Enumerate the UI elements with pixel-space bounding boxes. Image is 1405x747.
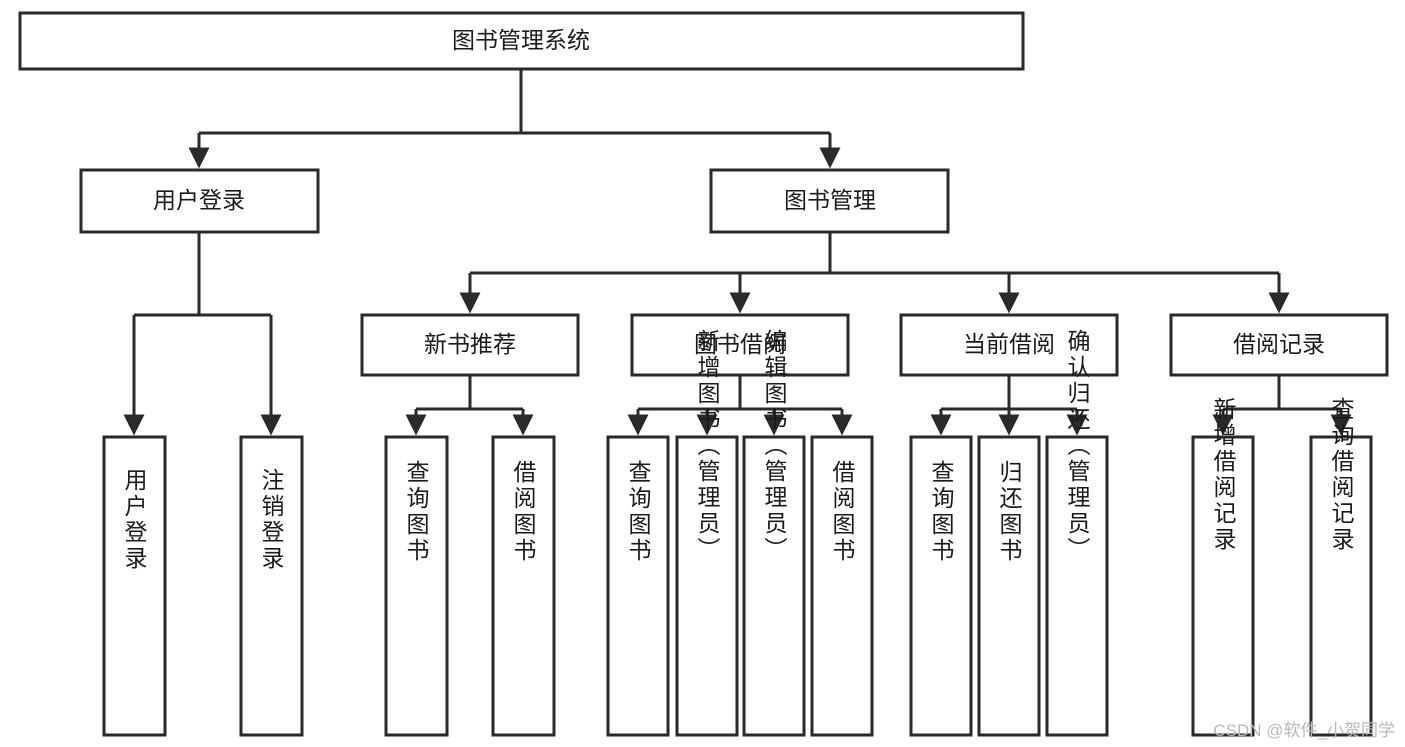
node-leaf-borrow-query-book-label: 查询图书 <box>625 460 652 564</box>
node-leaf-rec-query-record-box[interactable] <box>1309 435 1373 737</box>
node-current-borrow-label: 当前借阅 <box>963 331 1055 357</box>
node-leaf-cur-return-book-box[interactable] <box>977 435 1041 737</box>
connector-group-root <box>188 69 841 169</box>
node-leaf-borrow-edit-book[interactable]: 编辑图书（管理员） <box>742 329 806 737</box>
node-leaf-user-logout[interactable]: 注销登录 <box>239 435 304 737</box>
node-leaf-borrow-add-book-label: 新增图书（管理员） <box>694 329 721 563</box>
node-leaf-borrow-borrow-book-label: 借阅图书 <box>829 460 856 564</box>
node-borrow-record-label: 借阅记录 <box>1233 331 1325 357</box>
node-leaf-rec-query-book[interactable]: 查询图书 <box>384 435 449 737</box>
node-leaf-user-login-label: 用户登录 <box>121 468 148 572</box>
node-leaf-cur-query-book[interactable]: 查询图书 <box>909 435 973 737</box>
connector-group-user-login <box>123 233 282 436</box>
node-leaf-user-logout-label: 注销登录 <box>258 468 285 572</box>
node-book-manage-label: 图书管理 <box>784 187 876 213</box>
node-leaf-rec-add-record-box[interactable] <box>1191 435 1255 737</box>
node-leaf-cur-query-book-box[interactable] <box>909 435 973 737</box>
node-leaf-cur-query-book-label: 查询图书 <box>928 460 955 564</box>
node-root[interactable]: 图书管理系统 <box>18 11 1025 71</box>
node-leaf-borrow-edit-book-label: 编辑图书（管理员） <box>761 329 788 563</box>
node-root-label: 图书管理系统 <box>452 27 590 53</box>
node-leaf-borrow-query-book-box[interactable] <box>606 435 670 737</box>
connector-group-borrow-record <box>1212 375 1352 436</box>
node-user-login[interactable]: 用户登录 <box>79 168 320 234</box>
node-leaf-borrow-add-book-box[interactable] <box>675 435 739 737</box>
node-leaf-rec-borrow-book[interactable]: 借阅图书 <box>491 435 556 737</box>
node-book-borrow[interactable]: 图书借阅 <box>630 313 850 377</box>
node-leaf-borrow-add-book[interactable]: 新增图书（管理员） <box>675 329 739 737</box>
node-root-box[interactable] <box>18 11 1025 71</box>
node-leaf-user-login[interactable]: 用户登录 <box>102 435 167 737</box>
node-leaf-rec-add-record-label: 新增借阅记录 <box>1210 397 1237 553</box>
node-leaf-borrow-borrow-book-box[interactable] <box>810 435 874 737</box>
node-leaf-cur-return-book[interactable]: 归还图书 <box>977 435 1041 737</box>
node-leaf-borrow-borrow-book[interactable]: 借阅图书 <box>810 435 874 737</box>
node-new-book-recommend-box[interactable] <box>360 313 580 377</box>
node-leaf-rec-borrow-book-label: 借阅图书 <box>510 460 537 564</box>
node-leaf-cur-confirm-return-box[interactable] <box>1045 435 1109 737</box>
node-leaf-rec-add-record[interactable]: 新增借阅记录 <box>1191 397 1255 737</box>
node-borrow-record-box[interactable] <box>1169 313 1389 377</box>
node-user-login-label: 用户登录 <box>153 187 245 213</box>
node-new-book-recommend-label: 新书推荐 <box>424 331 516 357</box>
node-book-borrow-box[interactable] <box>630 313 850 377</box>
connector-group-book-borrow <box>627 375 853 436</box>
node-leaf-cur-return-book-label: 归还图书 <box>996 460 1023 564</box>
node-leaf-rec-query-record[interactable]: 查询借阅记录 <box>1309 397 1373 737</box>
node-leaf-user-logout-box[interactable] <box>239 435 304 737</box>
node-current-borrow-box[interactable] <box>899 313 1119 377</box>
node-leaf-rec-borrow-book-box[interactable] <box>491 435 556 737</box>
connector-group-book-manage <box>459 233 1290 314</box>
node-user-login-box[interactable] <box>79 168 320 234</box>
node-leaf-rec-query-book-box[interactable] <box>384 435 449 737</box>
node-leaf-cur-confirm-return[interactable]: 确认归还（管理员） <box>1045 329 1109 737</box>
connector-group-new-book-recommend <box>405 375 534 436</box>
node-leaf-borrow-edit-book-box[interactable] <box>742 435 806 737</box>
node-leaf-rec-query-book-label: 查询图书 <box>403 460 430 564</box>
node-leaf-rec-query-record-label: 查询借阅记录 <box>1328 397 1355 553</box>
node-current-borrow[interactable]: 当前借阅 <box>899 313 1119 377</box>
node-leaf-cur-confirm-return-label: 确认归还（管理员） <box>1064 329 1091 563</box>
node-book-manage[interactable]: 图书管理 <box>709 168 950 234</box>
node-book-manage-box[interactable] <box>709 168 950 234</box>
node-new-book-recommend[interactable]: 新书推荐 <box>360 313 580 377</box>
node-book-borrow-label: 图书借阅 <box>694 331 786 357</box>
node-borrow-record[interactable]: 借阅记录 <box>1169 313 1389 377</box>
node-leaf-user-login-box[interactable] <box>102 435 167 737</box>
node-leaf-borrow-query-book[interactable]: 查询图书 <box>606 435 670 737</box>
connector-group-current-borrow <box>930 375 1088 436</box>
